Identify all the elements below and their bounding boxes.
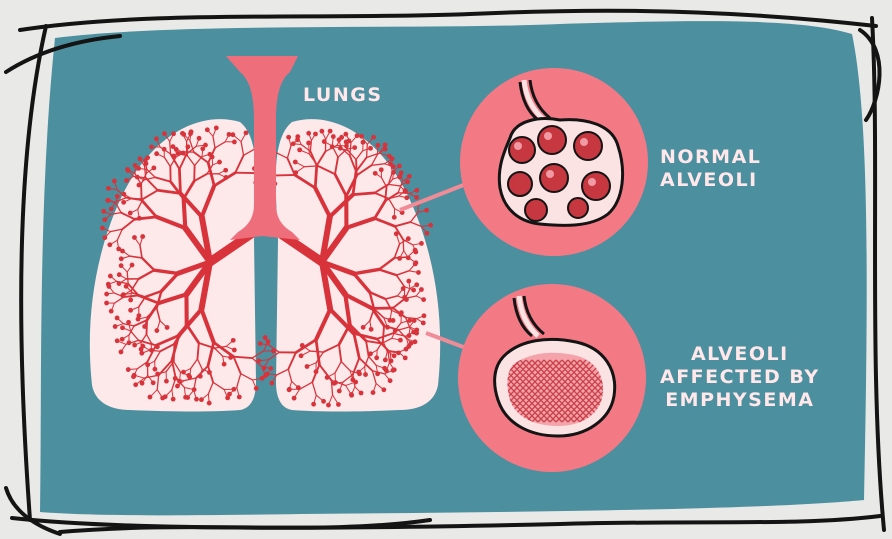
normal-alveoli-line-2: ALVEOLI	[660, 169, 761, 192]
emphysema-alveoli-label: ALVEOLI AFFECTED BY EMPHYSEMA	[660, 343, 820, 413]
normal-alveoli-line-1: NORMAL	[660, 146, 761, 169]
emphysema-label-line-3: EMPHYSEMA	[660, 389, 820, 412]
normal-alveoli-label: NORMAL ALVEOLI	[660, 146, 761, 192]
lungs-label: LUNGS	[303, 84, 383, 107]
emphysema-alveoli-diagram	[458, 284, 646, 472]
normal-alveoli-diagram	[460, 68, 648, 256]
emphysema-label-line-2: AFFECTED BY	[660, 366, 820, 389]
emphysema-label-line-1: ALVEOLI	[660, 343, 820, 366]
